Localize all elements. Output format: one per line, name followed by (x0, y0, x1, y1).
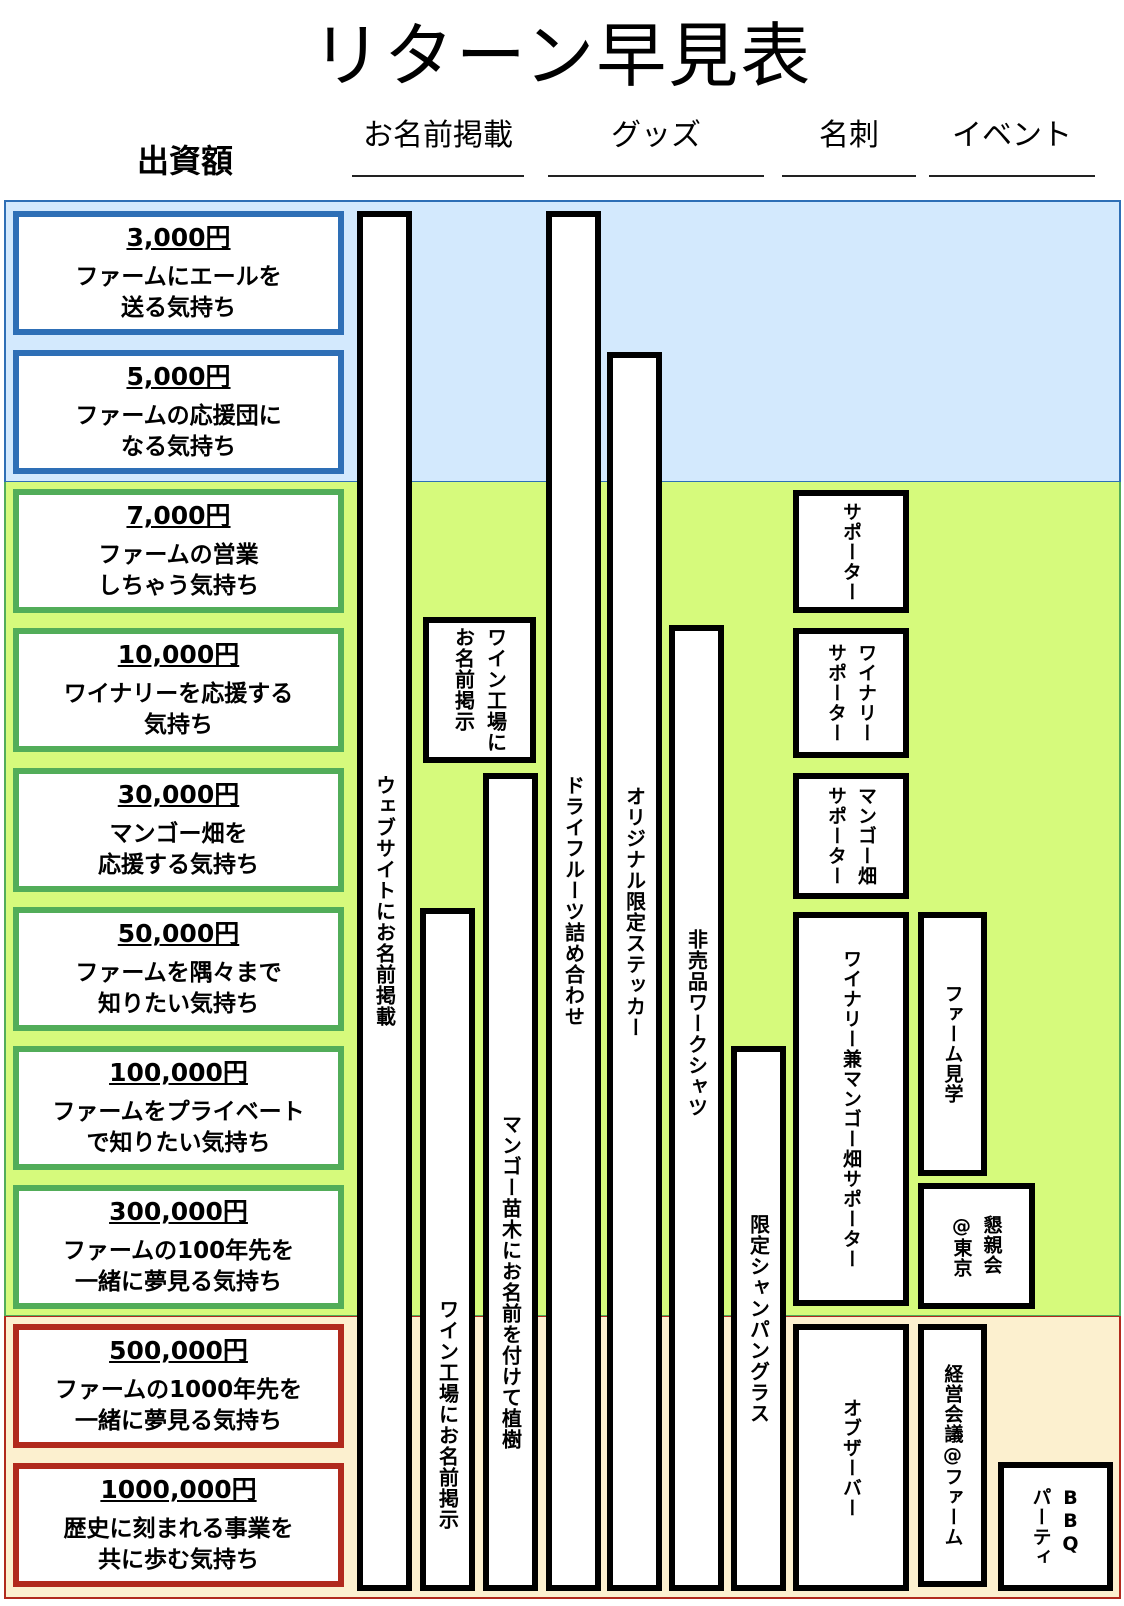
page-title: リターン早見表 (311, 15, 813, 97)
column-header-goods: グッズ (611, 118, 701, 153)
column-header-event: イベント (952, 118, 1072, 153)
tier-description: ファームの応援団に なる気持ち (75, 403, 282, 460)
reward-card-supporter: サポーター (793, 490, 909, 613)
reward-label: 非売品ワークシャツ (684, 928, 709, 1118)
tier-description: ファームを隅々まで 知りたい気持ち (75, 960, 282, 1017)
tier-box-3000: 3,000円 ファームにエールを 送る気持ち (13, 211, 344, 335)
reward-label: BBQ パーティ (1029, 1486, 1082, 1567)
reward-label: マンゴー畑 サポーター (825, 786, 877, 886)
reward-label: オブザーバー (840, 1397, 862, 1518)
column-header-name-listing: お名前掲載 (363, 118, 513, 153)
tier-amount: 30,000円 (117, 780, 240, 809)
column-header-underline (782, 175, 916, 177)
reward-label: サポーター (840, 501, 862, 602)
reward-event-farm-tour: ファーム見学 (918, 912, 987, 1176)
tier-box-30000: 30,000円 マンゴー畑を 応援する気持ち (13, 768, 344, 892)
tier-description: ファームにエールを 送る気持ち (75, 264, 282, 321)
reward-label: ワイナリー サポーター (825, 643, 877, 743)
tier-box-5000: 5,000円 ファームの応援団に なる気持ち (13, 350, 344, 474)
reward-label: ワイン工場に お名前掲示 (451, 627, 508, 753)
reward-label: ウェブサイトにお名前掲載 (372, 775, 397, 1027)
reward-label: マンゴー苗木にお名前を付けて植樹 (498, 1114, 523, 1450)
tier-description: ファームをプライベート で知りたい気持ち (52, 1099, 305, 1156)
reward-label: 限定シャンパングラス (746, 1213, 771, 1424)
reward-label: ワイナリー兼マンゴー畑サポーター (840, 949, 862, 1269)
amount-column-header: 出資額 (136, 142, 233, 180)
tier-amount: 500,000円 (109, 1336, 248, 1365)
tier-box-1000000: 1000,000円 歴史に刻まれる事業を 共に歩む気持ち (13, 1463, 344, 1587)
reward-mango-seedling-naming: マンゴー苗木にお名前を付けて植樹 (483, 773, 538, 1591)
reward-label: 経営会議@ファーム (941, 1364, 964, 1547)
reward-event-bbq-party: BBQ パーティ (998, 1462, 1113, 1591)
reward-label: 懇親会 @東京 (950, 1214, 1003, 1278)
column-header-business-card: 名刺 (819, 118, 879, 153)
reward-work-shirt: 非売品ワークシャツ (669, 625, 724, 1591)
tier-description: 歴史に刻まれる事業を 共に歩む気持ち (63, 1516, 294, 1573)
tier-amount: 5,000円 (126, 362, 231, 391)
tier-amount: 50,000円 (117, 919, 240, 948)
reward-label: ドライフルーツ詰め合わせ (561, 775, 586, 1027)
reward-card-mango-supporter: マンゴー畑 サポーター (793, 773, 909, 899)
reward-label: ワイン工場にお名前掲示 (435, 1299, 460, 1530)
tier-amount: 7,000円 (126, 501, 231, 530)
tier-box-50000: 50,000円 ファームを隅々まで 知りたい気持ち (13, 907, 344, 1031)
reward-label: ファーム見学 (941, 984, 964, 1104)
reward-winery-name-display: ワイン工場にお名前掲示 (420, 908, 475, 1591)
tier-box-10000: 10,000円 ワイナリーを応援する 気持ち (13, 628, 344, 752)
tier-description: ファームの100年先を 一緒に夢見る気持ち (62, 1238, 295, 1295)
reward-card-winery-supporter: ワイナリー サポーター (793, 628, 909, 758)
tier-amount: 100,000円 (109, 1058, 248, 1087)
reward-card-winery-mango-supporter: ワイナリー兼マンゴー畑サポーター (793, 912, 909, 1306)
tier-amount: 10,000円 (117, 640, 240, 669)
reward-winery-name-display-small: ワイン工場に お名前掲示 (423, 617, 536, 763)
tier-description: ワイナリーを応援する 気持ち (63, 681, 294, 738)
tier-description: マンゴー畑を 応援する気持ち (98, 821, 259, 878)
column-header-underline (352, 175, 524, 177)
reward-champagne-glass: 限定シャンパングラス (731, 1046, 786, 1591)
tier-box-500000: 500,000円 ファームの1000年先を 一緒に夢見る気持ち (13, 1324, 344, 1448)
tier-amount: 3,000円 (126, 223, 231, 252)
reward-dried-fruit-set: ドライフルーツ詰め合わせ (546, 211, 601, 1591)
reward-event-social-tokyo: 懇親会 @東京 (918, 1183, 1035, 1309)
tier-box-100000: 100,000円 ファームをプライベート で知りたい気持ち (13, 1046, 344, 1170)
reward-website-name-listing: ウェブサイトにお名前掲載 (357, 211, 412, 1591)
tier-box-7000: 7,000円 ファームの営業 しちゃう気持ち (13, 489, 344, 613)
reward-label: オリジナル限定ステッカー (622, 785, 647, 1038)
reward-original-sticker: オリジナル限定ステッカー (607, 352, 662, 1591)
reward-event-management-meeting: 経営会議@ファーム (918, 1324, 987, 1587)
tier-amount: 1000,000円 (100, 1475, 257, 1504)
tier-description: ファームの1000年先を 一緒に夢見る気持ち (54, 1377, 303, 1434)
tier-box-300000: 300,000円 ファームの100年先を 一緒に夢見る気持ち (13, 1185, 344, 1309)
reward-card-observer: オブザーバー (793, 1324, 909, 1591)
column-header-underline (929, 175, 1095, 177)
column-header-underline (548, 175, 764, 177)
tier-amount: 300,000円 (109, 1197, 248, 1226)
tier-description: ファームの営業 しちゃう気持ち (98, 542, 259, 599)
